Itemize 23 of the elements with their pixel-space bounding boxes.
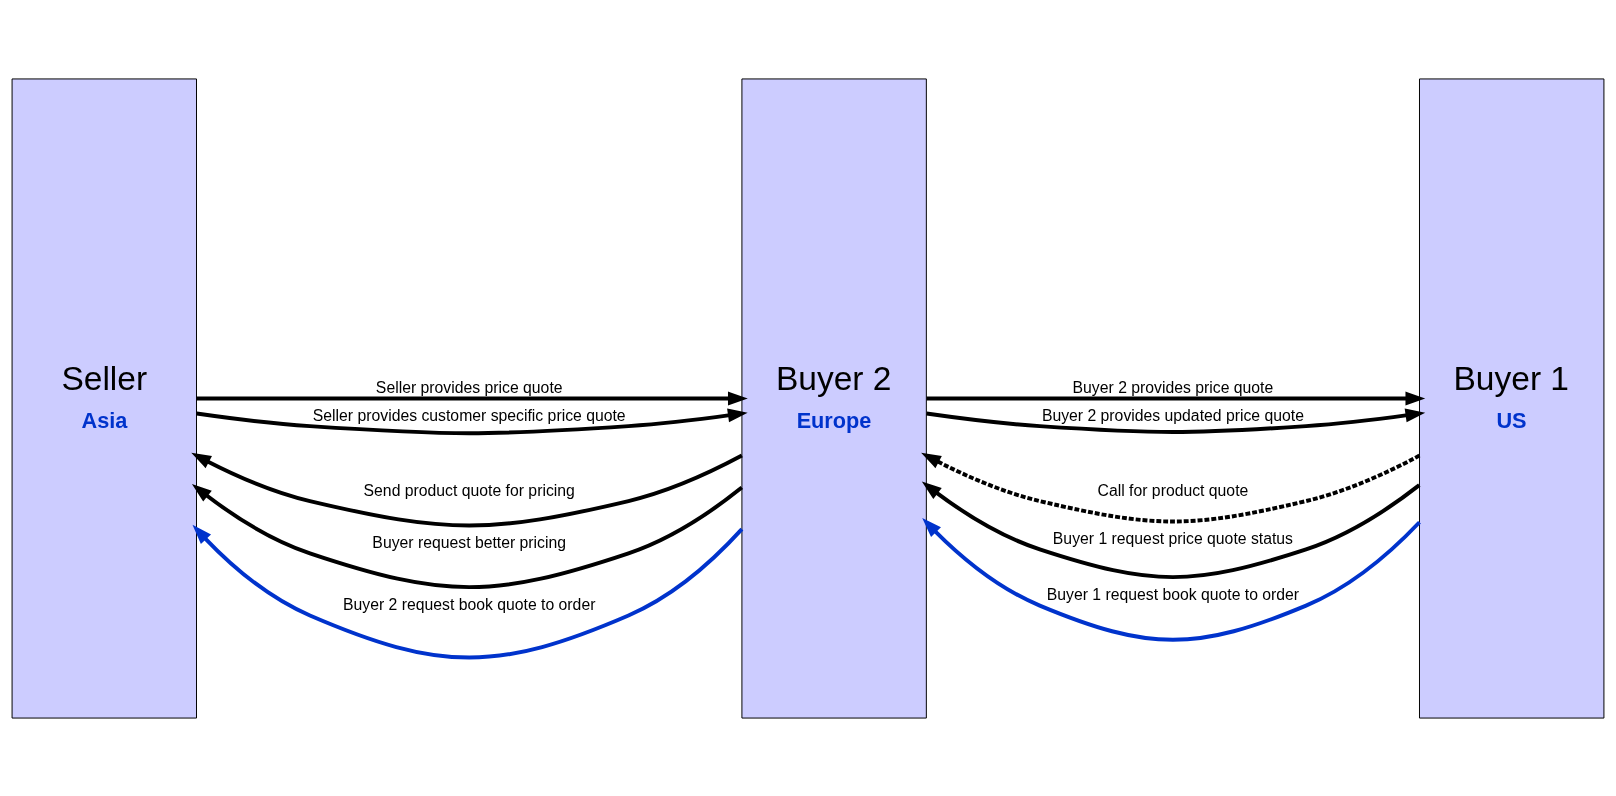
node-box: Buyer 1 US: [1419, 77, 1605, 719]
arrow: [926, 391, 1426, 405]
arrow: [922, 517, 1421, 642]
edge-label: Call for product quote: [1097, 481, 1249, 499]
arrow: [196, 408, 748, 435]
arrow: [191, 452, 743, 527]
arrow: [191, 483, 743, 589]
arrow: [192, 524, 744, 659]
edge-label: Seller provides price quote: [375, 378, 563, 396]
edge-label: Buyer 1 request book quote to order: [1046, 585, 1300, 603]
arrow: [926, 408, 1426, 434]
arrow: [921, 481, 1421, 579]
node-box: Seller Asia: [11, 77, 197, 719]
edge-label: Buyer 2 provides price quote: [1072, 378, 1274, 396]
edge-label: Buyer 1 request price quote status: [1052, 529, 1293, 547]
edge-label: Send product quote for pricing: [363, 481, 575, 499]
edge-label: Buyer request better pricing: [372, 533, 567, 551]
edge-label: Buyer 2 provides updated price quote: [1041, 406, 1304, 424]
edge-label: Buyer 2 request book quote to order: [343, 595, 596, 613]
edge-label: Seller provides customer specific price quote: [312, 406, 626, 424]
arrow: [921, 452, 1421, 523]
node-box: Buyer 2 Europe: [741, 77, 927, 719]
arrow: [196, 391, 748, 405]
